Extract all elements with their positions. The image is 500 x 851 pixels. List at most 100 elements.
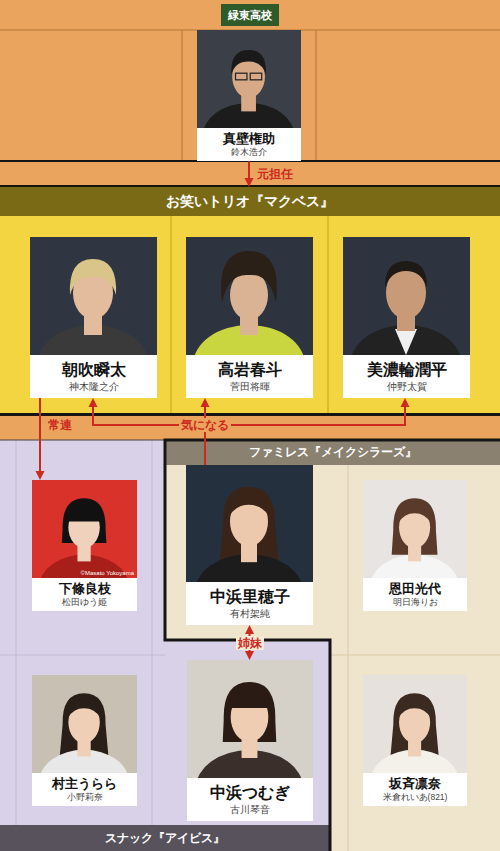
group-region: 緑東高校真壁権助鈴木浩介 [0,0,500,160]
hair [68,697,101,719]
character-name: 村主うらら [34,776,135,792]
character-name: 真壁権助 [199,131,299,147]
portrait [363,480,467,618]
character-name: 下條良枝 [34,581,135,597]
photo-frame [186,465,313,582]
name-plate: 高岩春斗菅田将暉 [186,355,313,398]
black-rule [0,185,500,187]
black-rule [0,413,500,416]
character-name: 中浜里穂子 [189,587,310,607]
name-plate: 坂斉凛奈米倉れいあ(821) [363,773,467,806]
photo-bg [343,237,470,355]
name-plate: 恩田光代明日海りお [363,578,467,611]
arrow-head [36,471,45,480]
name-plate: 下條良枝松田ゆう姫 [32,578,137,611]
shirt [395,329,417,355]
photo-frame [32,675,137,773]
person-card: 恩田光代明日海りお [363,480,467,611]
snack-band [0,825,330,851]
hair [229,491,269,517]
region-rule [0,440,165,441]
portrait [363,675,467,813]
character-name: 朝吹瞬太 [33,360,154,380]
relation-label: 元担任 [255,167,295,181]
group-heading: スナック『アイビス』 [0,825,330,851]
arrow-head [245,625,254,634]
group-heading: 緑東高校 [221,4,279,26]
grid-line [16,440,17,825]
grid-line [171,216,172,413]
person-card: 坂斉凛奈米倉れいあ(821) [363,675,467,806]
arrow-head [201,398,210,407]
actor-name: 小野莉奈 [34,792,135,803]
arrow-head [245,178,254,187]
photo-frame [363,675,467,773]
arrow-head [89,398,98,407]
person-card: 美濃輪潤平仲野太賀 [343,237,470,398]
actor-name: 鈴木浩介 [199,147,299,158]
relation-label: 気になる [179,418,231,432]
person-card: 下條良枝松田ゆう姫 [32,480,137,611]
relation-connector [245,161,254,187]
actor-name: 古川琴音 [190,803,310,816]
photo-frame [343,237,470,355]
portrait [197,30,301,170]
back-hair [392,498,438,554]
back-hair [390,693,439,761]
photo-frame [30,237,157,355]
person-card: 村主うらら小野莉奈 [32,675,137,806]
watermark: ©Masato Yokoyama [81,569,134,577]
portrait [32,675,137,813]
restaurant-ground [165,440,500,851]
portrait [32,480,137,618]
person-card: 中浜里穂子有村架純 [186,465,313,625]
actor-name: 有村架純 [189,607,310,620]
person-card: 高岩春斗菅田将暉 [186,237,313,398]
relation-label: 常連 [46,418,74,432]
hair [67,502,102,522]
photo-frame [187,660,313,778]
photo-frame [197,30,301,128]
photo-frame [186,237,313,355]
character-name: 高岩春斗 [189,360,310,380]
grid-line [182,30,183,160]
actor-name: 菅田将暉 [189,380,310,393]
portrait [186,237,313,405]
character-name: 坂斉凛奈 [365,776,465,792]
glasses [250,73,261,80]
group-heading: お笑いトリオ『マクベス』 [0,187,500,216]
hair [70,259,116,295]
connector-line [39,398,41,474]
grid-line [152,440,153,825]
character-name: 中浜つむぎ [190,783,310,803]
portrait [186,465,313,630]
photo-frame [363,480,467,578]
actor-name: 明日海りお [365,597,465,608]
name-plate: 中浜里穂子有村架純 [186,582,313,625]
name-plate: 朝吹瞬太神木隆之介 [30,355,157,398]
region-border [165,440,500,851]
restaurant-band [165,440,500,465]
person-card: 中浜つむぎ古川琴音 [187,660,313,821]
photo-frame [32,480,137,578]
group-region: スナック『アイビス』下條良枝松田ゆう姫村主うらら小野莉奈中浜つむぎ古川琴音 [0,440,330,851]
person-card: 朝吹瞬太神木隆之介 [30,237,157,398]
hair [231,50,266,75]
name-plate: 美濃輪潤平仲野太賀 [343,355,470,398]
arrow-head [401,398,410,407]
glasses [235,73,246,80]
hair [385,261,427,287]
hair [398,502,431,524]
character-name: 美濃輪潤平 [346,360,467,380]
name-plate: 真壁権助鈴木浩介 [197,128,301,161]
group-band [0,187,500,216]
character-name: 恩田光代 [365,581,465,597]
hair [230,686,270,708]
back-hair [59,693,109,761]
grid-line [328,216,329,413]
name-plate: 中浜つむぎ古川琴音 [187,778,313,821]
group-region: お笑いトリオ『マクベス』朝吹瞬太神木隆之介高岩春斗菅田将暉美濃輪潤平仲野太賀 [0,187,500,413]
back-hair [219,487,279,568]
